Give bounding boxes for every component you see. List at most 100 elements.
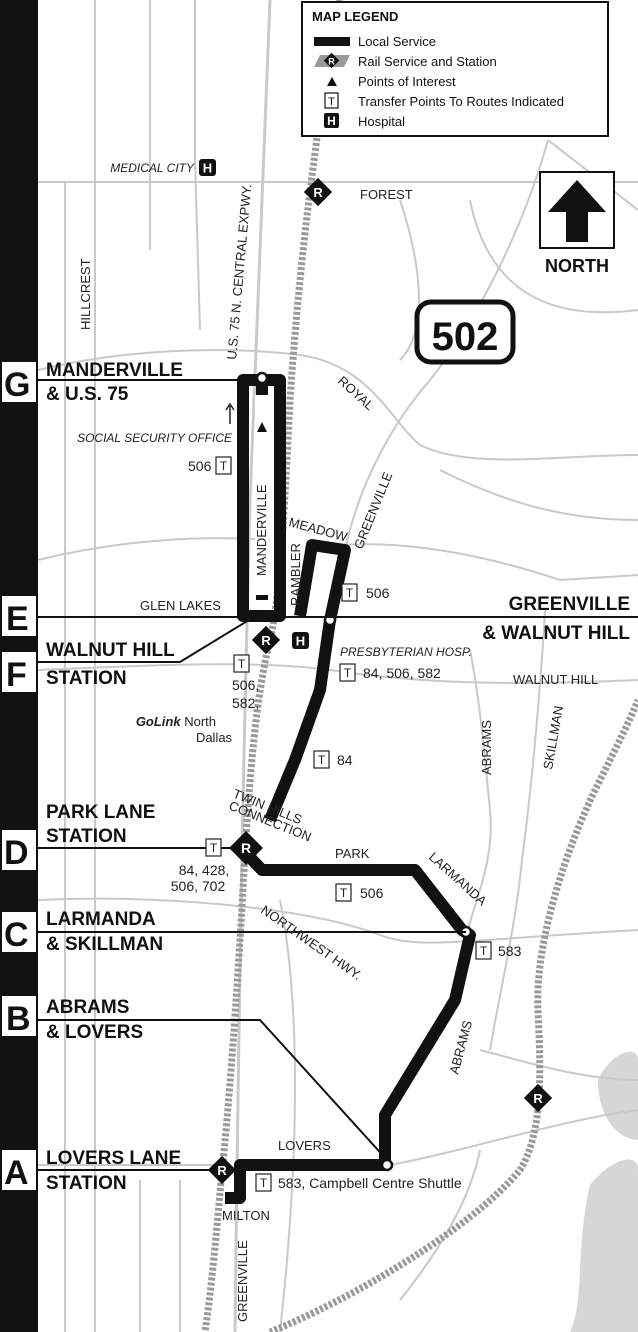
- route-number-badge: 502: [414, 299, 516, 365]
- svg-text:T: T: [260, 1176, 268, 1190]
- legend-hospital-icon: [324, 113, 339, 128]
- label-medical-city: MEDICAL CITY: [110, 161, 195, 175]
- transfer-icon: [205, 838, 222, 857]
- svg-text:H: H: [296, 634, 305, 649]
- transfer-icon: [215, 456, 232, 475]
- svg-text:506: 506: [366, 585, 390, 601]
- svg-text:502: 502: [432, 315, 499, 359]
- water-bodies: [570, 1051, 638, 1332]
- svg-text:84, 506, 582: 84, 506, 582: [363, 665, 441, 681]
- walnut-hill-road: [37, 663, 638, 684]
- stop-letter-f: F: [6, 656, 27, 694]
- svg-text:H: H: [327, 114, 336, 128]
- svg-text:T: T: [480, 944, 488, 958]
- svg-text:T: T: [344, 666, 352, 680]
- rail-station-lovers-lane: R: [207, 1155, 237, 1185]
- stop-f-line1: WALNUT HILL: [46, 640, 175, 661]
- abrams-north-road: [467, 649, 492, 931]
- svg-text:T: T: [210, 841, 218, 855]
- stop-g-line1: MANDERVILLE: [46, 360, 183, 381]
- transfer-icon: [475, 941, 492, 960]
- svg-text:R: R: [533, 1091, 543, 1106]
- label-abrams-north: ABRAMS: [479, 720, 494, 775]
- label-walnut-hill: WALNUT HILL: [513, 672, 598, 687]
- stop-a-line2: STATION: [46, 1173, 127, 1194]
- svg-text:R: R: [328, 57, 335, 67]
- transfer-84: T 84: [313, 750, 353, 769]
- stop-d-line1: PARK LANE: [46, 802, 155, 823]
- transfer-583: T 583: [475, 941, 522, 960]
- greenville-north-road: [344, 139, 549, 551]
- transfer-points: 506 T T 506 T 506, 582, T 84, 506, 582 T…: [171, 456, 522, 1192]
- stop-letter-a: A: [4, 1154, 29, 1192]
- place-labels: MEDICAL CITY SOCIAL SECURITY OFFICE PRES…: [77, 161, 472, 745]
- stop-letter-g: G: [4, 366, 30, 404]
- transfer-icon: [255, 1173, 272, 1192]
- rail-station-skillman: R: [523, 1083, 553, 1113]
- svg-text:506: 506: [360, 885, 384, 901]
- hospital-markers: H H: [199, 159, 309, 649]
- stop-lead-lines: [38, 379, 638, 1171]
- label-forest: FOREST: [360, 187, 413, 202]
- stop-letter-d: D: [4, 834, 29, 872]
- svg-text:506,: 506,: [232, 677, 259, 693]
- stop-names: MANDERVILLE & U.S. 75 GREENVILLE & WALNU…: [46, 360, 630, 1194]
- legend-title: MAP LEGEND: [312, 9, 398, 24]
- stop-letter-e: E: [6, 600, 29, 638]
- northwest-hwy-road: [37, 897, 638, 944]
- stop-f-line2: STATION: [46, 668, 127, 689]
- legend-local: Local Service: [358, 34, 436, 49]
- north-arrow-icon: [548, 180, 606, 242]
- skillman-road: [489, 609, 546, 1051]
- up-arrow-icon: [225, 402, 235, 424]
- transfer-icon: [335, 883, 352, 902]
- svg-text:506: 506: [188, 458, 212, 474]
- transfer-icon: [341, 583, 358, 602]
- svg-text:R: R: [261, 633, 271, 648]
- transfer-park-lane-station: T 84, 428, 506, 702: [171, 838, 229, 894]
- transfer-583-campbell: T 583, Campbell Centre Shuttle: [255, 1173, 462, 1192]
- stop-d-line2: STATION: [46, 826, 127, 847]
- label-golink-dallas: Dallas: [196, 730, 233, 745]
- svg-text:T: T: [340, 886, 348, 900]
- hospital-presbyterian-icon: H: [292, 632, 309, 649]
- stop-b-line2: & LOVERS: [46, 1022, 143, 1043]
- label-greenville-south: GREENVILLE: [235, 1240, 250, 1322]
- transfer-84-506-582: T 84, 506, 582: [339, 663, 441, 682]
- map-legend: MAP LEGEND Local Service R Rail Service …: [301, 1, 609, 137]
- stop-b-line1: ABRAMS: [46, 997, 129, 1018]
- street-network: [37, 0, 638, 1332]
- svg-text:84: 84: [337, 752, 353, 768]
- svg-text:R: R: [313, 185, 323, 200]
- transfer-icon: [233, 654, 250, 673]
- svg-text:R: R: [241, 840, 251, 856]
- stop-c-line1: LARMANDA: [46, 909, 156, 930]
- stop-letters: G E F D C B A: [2, 362, 36, 1192]
- legend-poi-icon: [327, 77, 337, 86]
- legend-local-swatch: [314, 37, 350, 46]
- transfer-506-left: 506 T: [188, 456, 232, 475]
- legend-transfer-icon: [324, 92, 339, 109]
- label-rambler: RAMBLER: [288, 543, 303, 606]
- rail-station-walnut-hill: R: [251, 625, 281, 655]
- stop-g-line2: & U.S. 75: [46, 384, 129, 405]
- svg-text:H: H: [203, 161, 212, 176]
- stop-a-line1: LOVERS LANE: [46, 1148, 181, 1169]
- legend-rail-icon: R: [314, 52, 350, 69]
- transfer-icon: [313, 750, 330, 769]
- svg-text:T: T: [238, 657, 246, 671]
- svg-text:T: T: [328, 96, 335, 108]
- transfer-icon: [339, 663, 356, 682]
- svg-text:T: T: [318, 753, 326, 767]
- royal-road: [37, 349, 638, 461]
- legend-hospital: Hospital: [358, 114, 405, 129]
- manderville-loop-inner: [255, 395, 269, 595]
- stop-e-line1: GREENVILLE: [509, 594, 630, 615]
- hospital-medical-city-icon: H: [199, 159, 216, 176]
- svg-text:582,: 582,: [232, 695, 259, 711]
- label-glen-lakes: GLEN LAKES: [140, 598, 221, 613]
- svg-text:T: T: [220, 459, 228, 473]
- svg-text:T: T: [346, 586, 354, 600]
- stop-letter-b: B: [6, 1000, 31, 1038]
